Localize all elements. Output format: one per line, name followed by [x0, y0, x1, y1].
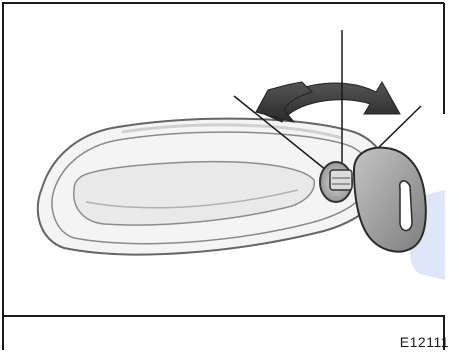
rotation-arrows	[255, 81, 401, 123]
leader-lines	[233, 30, 422, 171]
illustration-frame	[2, 2, 445, 350]
door-handle	[36, 117, 389, 256]
figure-code-label: E12111	[399, 334, 449, 350]
key-cylinder	[319, 161, 353, 203]
frame-border	[2, 2, 445, 350]
key-head	[352, 146, 427, 253]
